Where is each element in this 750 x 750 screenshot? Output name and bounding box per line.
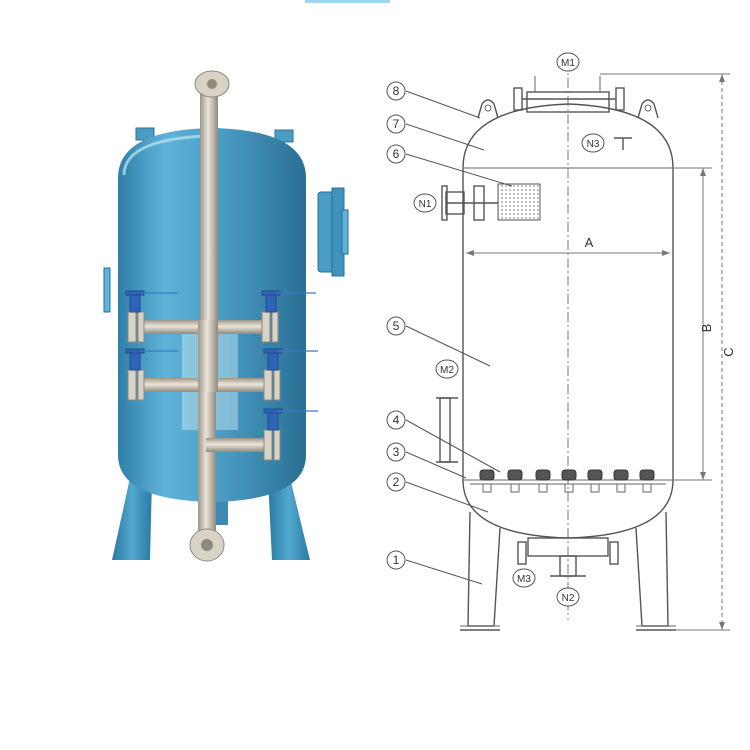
nozzle-m2 [439, 397, 451, 463]
main-vertical-pipe [200, 82, 218, 332]
part-label-6: 6 [393, 147, 400, 161]
nozzle-label-m2: M2 [440, 365, 454, 376]
part-label-1: 1 [393, 553, 400, 567]
top-edge-highlight [305, 0, 390, 3]
part-callouts [386, 81, 406, 570]
distributor-screen [497, 183, 541, 221]
valve-group [125, 290, 283, 431]
nozzle-label-m3: M3 [517, 574, 531, 585]
part-label-5: 5 [393, 319, 400, 333]
nozzle-label-m1: M1 [561, 58, 575, 69]
manifold-pipe-3 [206, 438, 270, 452]
tank-photo [103, 70, 349, 562]
nozzle-label-n3: N3 [587, 139, 600, 150]
dimension-label-a: A [585, 235, 594, 250]
part-label-8: 8 [393, 84, 400, 98]
part-label-7: 7 [393, 117, 400, 131]
nozzle-label-n1: N1 [419, 199, 432, 210]
support-legs [460, 511, 676, 631]
tank-leg-right [268, 478, 310, 560]
technical-drawing: 8 7 6 5 4 3 2 1 M1 M2 M3 N1 N2 N3 [386, 52, 736, 631]
nozzle-label-n2: N2 [562, 593, 575, 604]
tank-leg-left [112, 478, 152, 560]
lug-right [637, 99, 659, 119]
part-label-2: 2 [393, 475, 400, 489]
part-label-3: 3 [393, 445, 400, 459]
dimension-label-c: C [721, 347, 736, 356]
part-label-4: 4 [393, 413, 400, 427]
lifting-lug-right [274, 129, 294, 143]
nozzle-caps [479, 469, 655, 493]
dimension-label-b: B [699, 324, 714, 333]
lug-left [477, 99, 499, 119]
